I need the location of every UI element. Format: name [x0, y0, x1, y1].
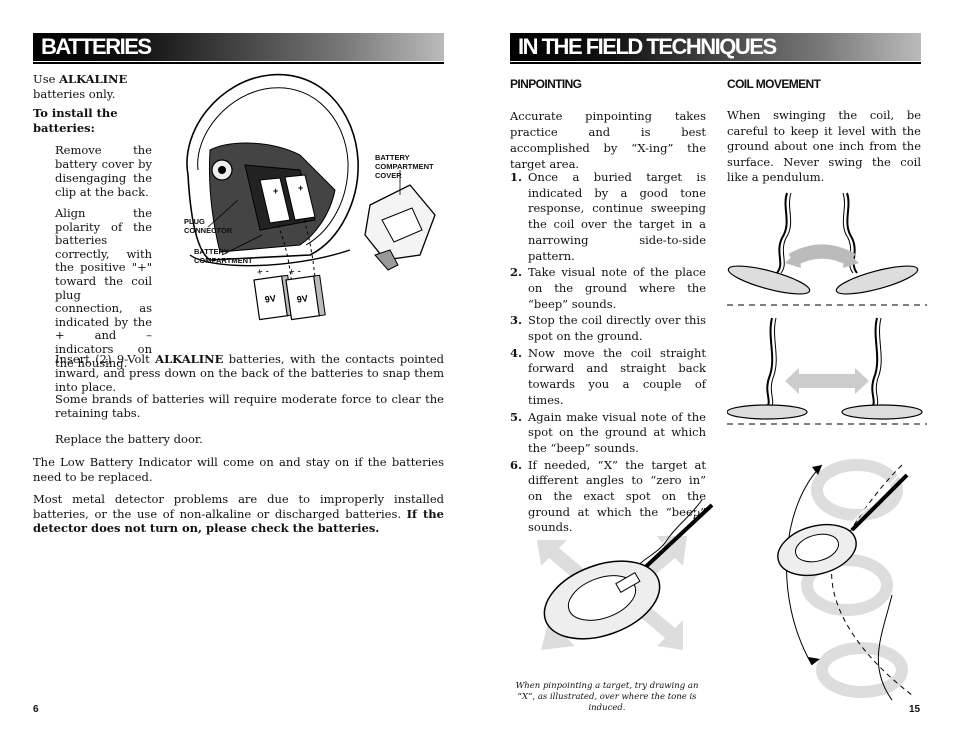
coil-swing-illustration [727, 192, 927, 425]
pinpointing-x-illustration [537, 500, 714, 650]
svg-text:+: + [298, 183, 303, 193]
batteries-title: BATTERIES [33, 33, 444, 61]
pinpointing-steps: 1. Once a buried target is indicated by a… [510, 170, 706, 537]
svg-text:+ -: + - [256, 266, 269, 279]
brands-paragraph: Some brands of batteries will require mo… [55, 392, 444, 420]
svg-text:+: + [273, 186, 278, 196]
coil-movement-text: When swinging the coil, be careful to ke… [727, 108, 921, 185]
install-heading: To install the batteries: [33, 106, 118, 135]
field-techniques-title: IN THE FIELD TECHNIQUES [510, 33, 921, 61]
step-text: Again make visual note of the spot on th… [528, 409, 706, 455]
intro-text: Use ALKALINE batteries only. [33, 72, 128, 101]
step-number: 6. [510, 457, 523, 472]
step-item: 4. Now move the coil straight forward and… [510, 346, 706, 409]
right-page: IN THE FIELD TECHNIQUES PINPOINTING COIL… [477, 0, 954, 738]
step-number: 2. [510, 265, 523, 280]
insert-paragraph: Insert (2) 9-Volt ALKALINE batteries, wi… [55, 352, 444, 394]
step-text: Once a buried target is indicated by a g… [528, 170, 706, 263]
step-item: 5. Again make visual note of the spot on … [510, 410, 706, 457]
step-item: 1. Once a buried target is indicated by a… [510, 170, 706, 264]
align-paragraph: Align the polarity of the batteries corr… [55, 206, 152, 370]
battery-label-2: 9V [296, 293, 308, 304]
step-number: 3. [510, 313, 523, 328]
left-page: BATTERIES Use ALKALINE batteries only. T… [33, 33, 444, 715]
step-text: Take visual note of the place on the gro… [528, 265, 706, 311]
page-number-left: 6 [33, 704, 39, 715]
pinpointing-caption: When pinpointing a target, try drawing a… [515, 681, 699, 713]
battery-compartment-illustration: + + 9V + - 9V + - [186, 73, 436, 321]
steps-list: 1. Once a buried target is indicated by a… [510, 170, 706, 536]
pinpointing-heading: PINPOINTING [510, 77, 582, 91]
step-item: 2. Take visual note of the place on the g… [510, 265, 706, 312]
battery-label-1: 9V [264, 293, 276, 304]
svg-text:+ -: + - [288, 266, 301, 279]
step-item: 3. Stop the coil directly over this spot … [510, 313, 706, 344]
label-battery-compartment: BATTERY COMPARTMENT [194, 247, 253, 265]
title-rule [33, 62, 444, 64]
step-number: 4. [510, 345, 523, 360]
remove-paragraph: Remove the battery cover by disengaging … [55, 143, 152, 199]
step-text: Stop the coil directly over this spot on… [528, 313, 706, 344]
label-plug-connector: PLUG CONNECTOR [184, 217, 233, 235]
coil-movement-heading: COIL MOVEMENT [727, 77, 821, 91]
sweep-illustration [777, 459, 913, 701]
step-text: If needed, “X” the target at different a… [528, 457, 706, 535]
replace-paragraph: Replace the battery door. [55, 432, 203, 446]
low-battery-paragraph: The Low Battery Indicator will come on a… [33, 455, 444, 484]
page-number-right: 15 [909, 704, 921, 715]
label-battery-cover: BATTERY COMPARTMENT COVER [375, 153, 434, 180]
pinpointing-intro: Accurate pinpointing takes practice and … [510, 109, 706, 171]
step-item: 6. If needed, “X” the target at different… [510, 458, 706, 537]
step-text: Now move the coil straight forward and s… [528, 345, 706, 407]
step-number: 1. [510, 170, 523, 184]
problems-paragraph: Most metal detector problems are due to … [33, 492, 444, 535]
title-rule-right [510, 62, 921, 64]
step-number: 5. [510, 409, 523, 424]
